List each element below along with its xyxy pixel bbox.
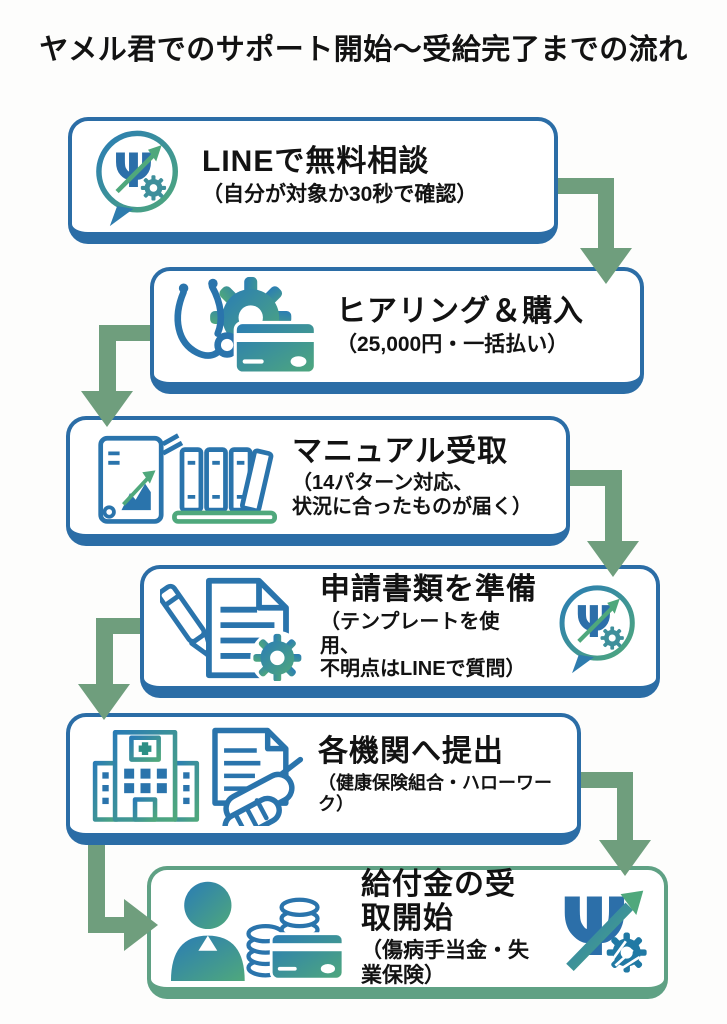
step-title: ヒアリング＆購入: [336, 295, 584, 329]
flow-arrow-2-head: [81, 391, 133, 427]
step-subtitle: （テンプレートを使用、: [320, 610, 500, 657]
person-coins-card-icon: [170, 881, 345, 981]
psi-chat-logo-icon: [552, 580, 644, 676]
flow-arrow-4-vbar: [96, 618, 113, 686]
flow-arrow-3-vbar: [605, 470, 622, 543]
step-subtitle-line2: 不明点はLINEで質問）: [320, 658, 526, 681]
step-title: LINEで無料相談: [202, 145, 430, 179]
psi-chat-logo-icon: [88, 125, 188, 229]
step-subtitle-line2: 状況に合ったものが届く）: [292, 495, 532, 518]
flow-arrow-3-head: [587, 541, 639, 577]
step-box-3: マニュアル受取 （14パターン対応、 状況に合ったものが届く）: [66, 416, 570, 546]
flow-arrow-5-head: [124, 899, 158, 951]
step-box-6: 給付金の受取開始 （傷病手当金・失業保険） Ψ: [147, 866, 668, 999]
step-box-2: ヒアリング＆購入 （25,000円・一括払い）: [150, 267, 644, 394]
step-subtitle: （自分が対象か30秒で確認）: [202, 182, 478, 206]
hospital-handshake-icon: [89, 727, 304, 826]
step-title: 申請書類を準備: [320, 573, 537, 607]
flow-arrow-5-vbar: [88, 845, 105, 933]
step-box-1: LINEで無料相談 （自分が対象か30秒で確認）: [68, 117, 558, 244]
step-title: マニュアル受取: [292, 434, 509, 468]
step-title: 給付金の受取開始: [361, 868, 516, 935]
flow-arrow-4-head: [78, 684, 130, 720]
flow-arrow-5-hbar: [88, 917, 124, 933]
binder-books-icon: [98, 433, 278, 524]
flow-arrow-1-head: [580, 248, 632, 284]
pen-document-gear-icon: [160, 577, 305, 681]
step-subtitle: （14パターン対応、: [292, 472, 474, 495]
psi-logo-icon: Ψ: [560, 880, 647, 974]
step-title: 各機関へ提出: [318, 734, 504, 768]
flow-arrow-1-vbar: [598, 178, 614, 250]
stethoscope-gear-card-icon: [174, 276, 317, 375]
flow-arrow-2-vbar: [99, 325, 116, 393]
flow-arrow-6-vbar: [617, 772, 633, 842]
step-box-4: 申請書類を準備 （テンプレートを使用、 不明点はLINEで質問）: [140, 565, 660, 698]
page-title: ヤメル君でのサポート開始〜受給完了までの流れ: [39, 34, 688, 66]
flow-arrow-6-head: [599, 840, 651, 876]
step-box-5: 各機関へ提出 （健康保険組合・ハローワーク）: [66, 713, 581, 845]
step-subtitle: （健康保険組合・ハローワーク）: [318, 772, 552, 814]
step-subtitle: （25,000円・一括払い）: [336, 332, 569, 356]
step-subtitle: （傷病手当金・失業保険）: [361, 939, 529, 988]
